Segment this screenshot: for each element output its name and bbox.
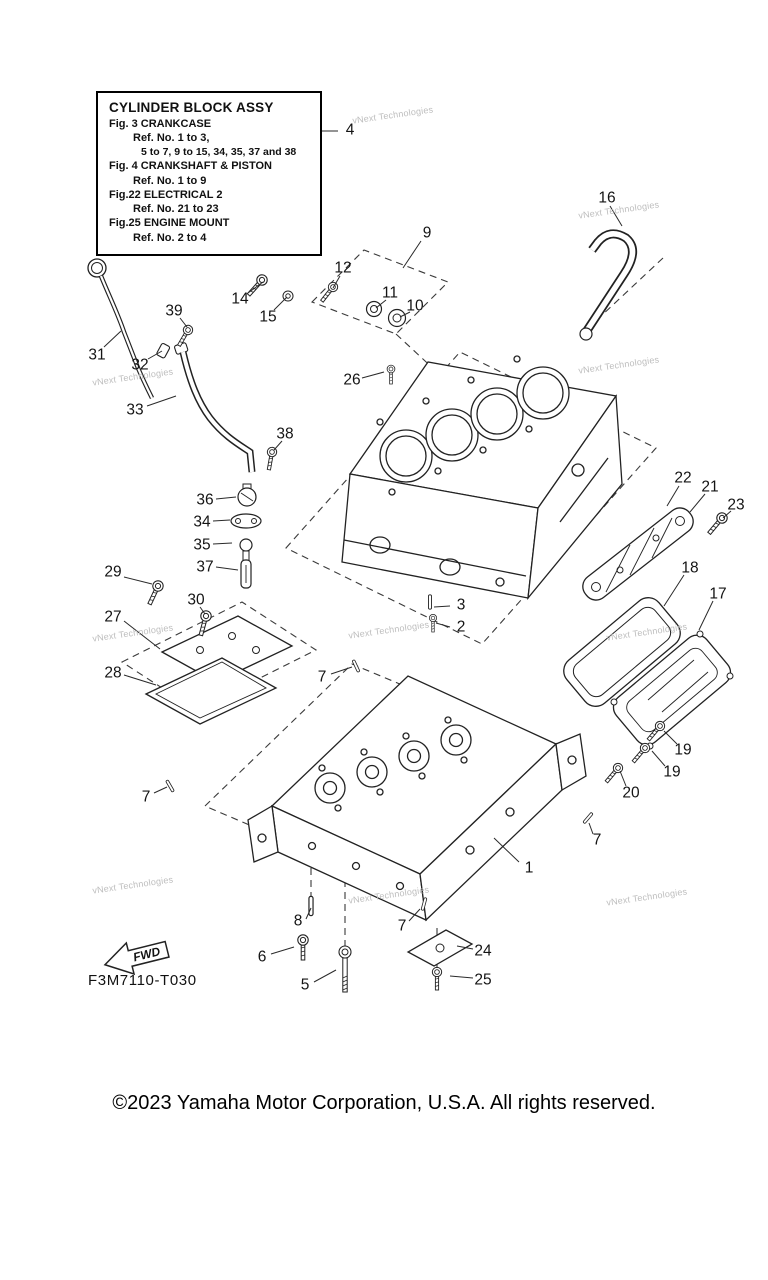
part-callout-1[interactable]: 1 [524,859,534,877]
reference-box-title: CYLINDER BLOCK ASSY [109,100,274,115]
reference-row: Fig. 4 CRANKSHAFT & PISTON [109,160,272,173]
part-callout-16[interactable]: 16 [598,189,616,207]
part-callout-20[interactable]: 20 [622,784,640,802]
part-callout-38[interactable]: 38 [276,425,294,443]
part-callout-39[interactable]: 39 [165,302,183,320]
part-callout-37[interactable]: 37 [196,558,214,576]
part-callout-5[interactable]: 5 [300,976,310,994]
part-callout-19[interactable]: 19 [674,741,692,759]
dipstick-part [87,258,171,400]
part-callout-23[interactable]: 23 [727,496,745,514]
side-cover-part [610,630,734,750]
part-callout-33[interactable]: 33 [126,401,144,419]
reference-row: Ref. No. 1 to 3, [133,132,210,145]
part-callout-35[interactable]: 35 [193,536,211,554]
drawing-code: F3M7110-T030 [88,972,197,989]
part-callout-17[interactable]: 17 [709,585,727,603]
reference-list: Fig. 3 CRANKCASE Ref. No. 1 to 3,5 to 7, … [109,117,312,245]
part-callout-7[interactable]: 7 [592,831,602,849]
parts-diagram-artwork: FWD [87,130,734,993]
side-bracket-part [582,507,694,601]
reference-row: Ref. No. 2 to 4 [133,231,207,244]
reference-row: Ref. No. 1 to 9 [133,174,207,187]
part-callout-12[interactable]: 12 [334,259,352,277]
part-callout-19[interactable]: 19 [663,763,681,781]
part-callout-24[interactable]: 24 [474,942,492,960]
crankcase-part [247,675,587,922]
reference-row: Fig. 3 CRANKCASE [109,118,212,130]
part-callout-4[interactable]: 4 [345,121,355,139]
breather-pipe-part [579,229,637,341]
leader-lines [103,130,732,983]
part-callout-21[interactable]: 21 [701,478,719,496]
reference-row: Fig.22 ELECTRICAL 2 [109,188,223,201]
part-callout-7[interactable]: 7 [317,668,327,686]
bottom-bracket-part [406,929,474,967]
fwd-arrow: FWD [103,940,170,976]
part-callout-30[interactable]: 30 [187,591,205,609]
part-callout-32[interactable]: 32 [131,356,149,374]
part-callout-26[interactable]: 26 [343,371,361,389]
part-callout-6[interactable]: 6 [257,948,267,966]
copyright-text: ©2023 Yamaha Motor Corporation, U.S.A. A… [112,1092,656,1114]
part-callout-9[interactable]: 9 [422,224,432,242]
hardware-parts [144,272,730,993]
cylinder-block-part [341,355,623,601]
part-callout-22[interactable]: 22 [674,469,692,487]
part-callout-29[interactable]: 29 [104,563,122,581]
part-callout-14[interactable]: 14 [231,290,249,308]
part-callout-28[interactable]: 28 [104,664,122,682]
reference-box: CYLINDER BLOCK ASSY Fig. 3 CRANKCASE Ref.… [96,91,322,257]
reference-row: Fig.25 ENGINE MOUNT [109,217,230,230]
part-callout-36[interactable]: 36 [196,491,214,509]
part-callout-7[interactable]: 7 [397,917,407,935]
part-callout-31[interactable]: 31 [88,346,106,364]
part-callout-25[interactable]: 25 [474,971,492,989]
part-callout-3[interactable]: 3 [456,596,466,614]
reference-row: 5 to 7, 9 to 15, 34, 35, 37 and 38 [141,145,297,158]
part-callout-8[interactable]: 8 [293,912,303,930]
part-callout-34[interactable]: 34 [193,513,211,531]
part-callout-27[interactable]: 27 [104,608,122,626]
part-callout-11[interactable]: 11 [381,284,399,302]
fwd-arrow-label: FWD [132,944,162,964]
part-callout-10[interactable]: 10 [406,297,424,315]
part-callout-2[interactable]: 2 [456,618,466,636]
reference-row: Ref. No. 21 to 23 [133,203,219,216]
part-callout-7[interactable]: 7 [141,788,151,806]
part-callout-18[interactable]: 18 [681,559,699,577]
part-callout-15[interactable]: 15 [259,308,277,326]
mount-plates-part [144,615,294,725]
gasket-part [563,597,681,707]
oil-pipe-part [174,342,262,589]
